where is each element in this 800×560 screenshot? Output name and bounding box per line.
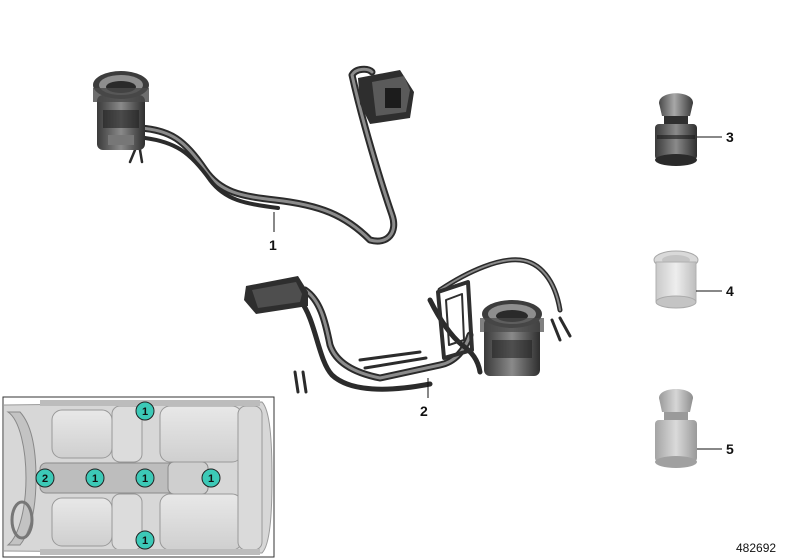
part-2-socket-with-harness[interactable] [244, 257, 572, 394]
callout-2: 2 [420, 378, 429, 419]
location-badge: 2 [35, 468, 55, 488]
location-badge: 1 [201, 468, 221, 488]
rear-seat [159, 405, 263, 551]
part-4-cover-cap[interactable] [653, 250, 699, 309]
svg-text:1: 1 [142, 473, 148, 485]
front-seat-right [51, 493, 143, 551]
connector-plug-2 [244, 276, 308, 314]
svg-text:1: 1 [208, 473, 214, 485]
location-badge: 1 [135, 530, 155, 550]
svg-text:1: 1 [142, 406, 148, 418]
callout-label-3: 3 [726, 129, 734, 145]
callout-3: 3 [697, 129, 734, 145]
callout-4: 4 [696, 283, 734, 299]
connector-plug-1 [358, 70, 414, 124]
part-1-socket-with-harness[interactable] [93, 65, 414, 245]
vehicle-interior-inset: 1 2 1 1 1 1 [2, 396, 275, 558]
callout-label-1: 1 [269, 237, 277, 253]
svg-text:1: 1 [92, 473, 98, 485]
part-3-lighter-element[interactable] [655, 93, 697, 166]
callout-1: 1 [269, 212, 277, 253]
socket-housing-2 [480, 300, 544, 376]
document-number: 482692 [736, 541, 776, 555]
callout-label-5: 5 [726, 441, 734, 457]
callout-label-4: 4 [726, 283, 734, 299]
svg-text:2: 2 [42, 473, 48, 485]
location-badge: 1 [135, 401, 155, 421]
part-5-plug[interactable] [655, 389, 697, 468]
location-badge: 1 [135, 468, 155, 488]
callout-5: 5 [697, 441, 734, 457]
callout-label-2: 2 [420, 403, 428, 419]
socket-housing-1 [93, 71, 149, 150]
front-seat-left [51, 405, 143, 463]
svg-text:1: 1 [142, 535, 148, 547]
location-badge: 1 [85, 468, 105, 488]
